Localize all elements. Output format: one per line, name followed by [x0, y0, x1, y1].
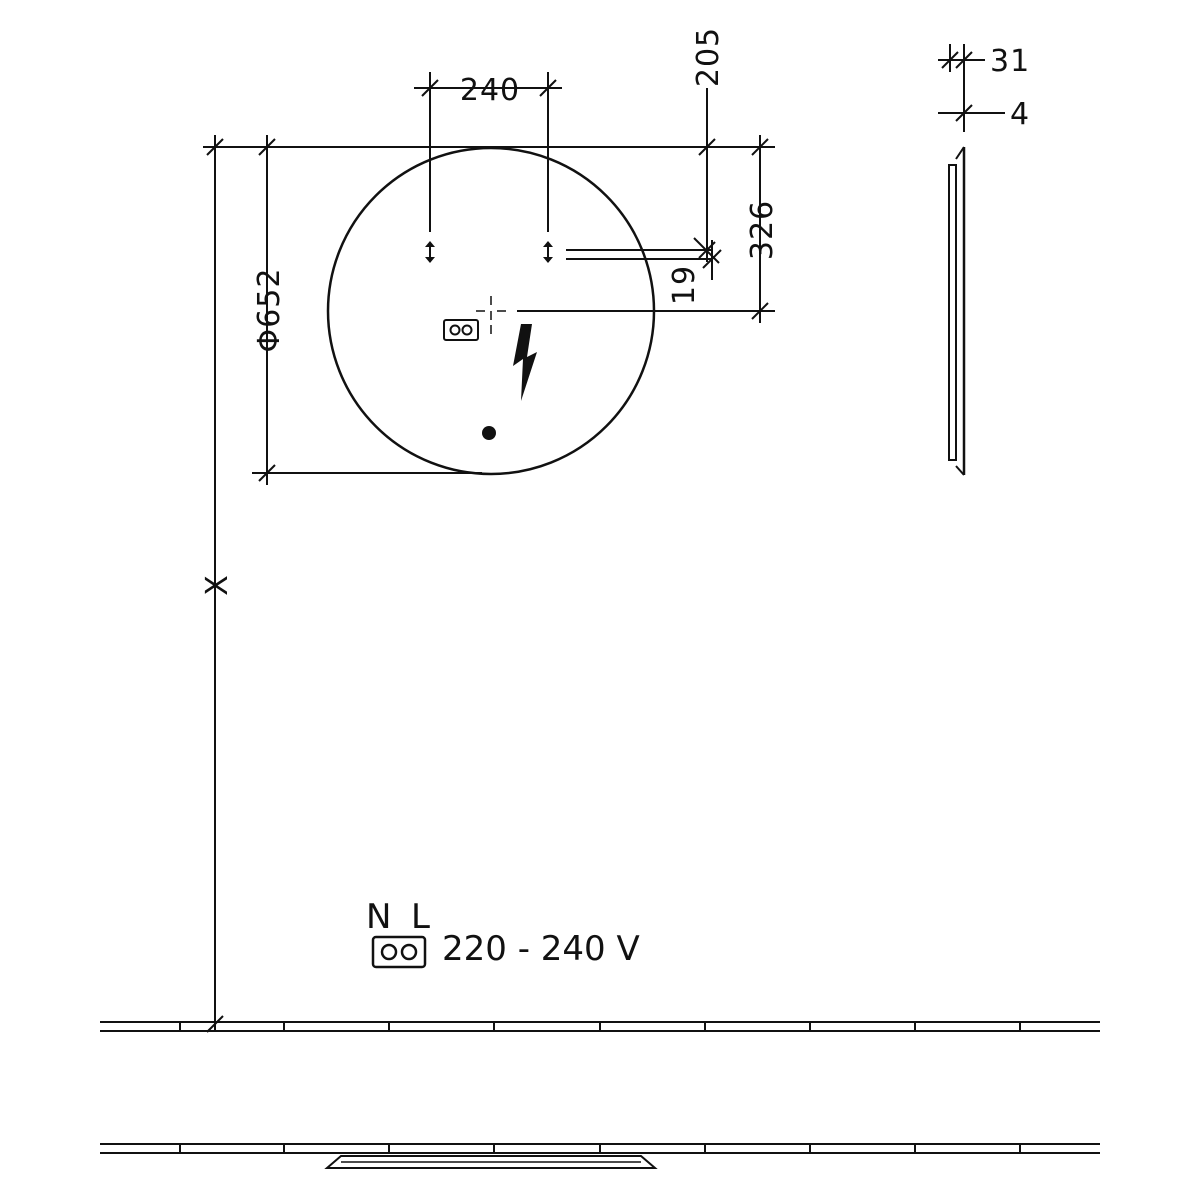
lightning-bolt-icon [513, 324, 537, 401]
dimension-top-to-center [751, 135, 769, 323]
center-crosshair [476, 296, 506, 334]
mounting-hole-right [543, 72, 553, 263]
label-top-to-holes: 205 [691, 27, 726, 87]
label-depth-total: 31 [990, 44, 1030, 79]
label-mount-height: X [200, 574, 235, 596]
dimension-top-to-holes [698, 88, 716, 262]
power-socket-icon [371, 935, 427, 969]
dimension-diameter [258, 135, 276, 485]
label-voltage: 220 - 240 V [442, 929, 640, 969]
floor-lower [100, 1143, 1100, 1154]
dimension-mount-height [206, 135, 224, 1033]
label-live: L [411, 897, 430, 937]
dimension-depth-glass [938, 104, 1005, 122]
dimension-hole-spacing [414, 79, 562, 97]
socket-icon [443, 319, 479, 341]
hanging-slot [566, 249, 712, 260]
mirror-top-view [324, 1155, 658, 1169]
label-neutral: N [366, 897, 391, 937]
label-depth-glass: 4 [1010, 97, 1030, 132]
side-view-profile [948, 146, 966, 476]
label-top-to-center: 326 [745, 200, 780, 260]
mounting-hole-left [425, 72, 435, 263]
label-diameter: Φ652 [252, 268, 287, 353]
dimension-holes-to-slot [693, 237, 722, 280]
sensor-dot [482, 426, 496, 440]
label-holes-to-slot: 19 [667, 265, 702, 305]
floor-upper [100, 1021, 1100, 1032]
dimension-depth-total [938, 44, 985, 132]
label-hole-spacing: 240 [460, 73, 520, 108]
